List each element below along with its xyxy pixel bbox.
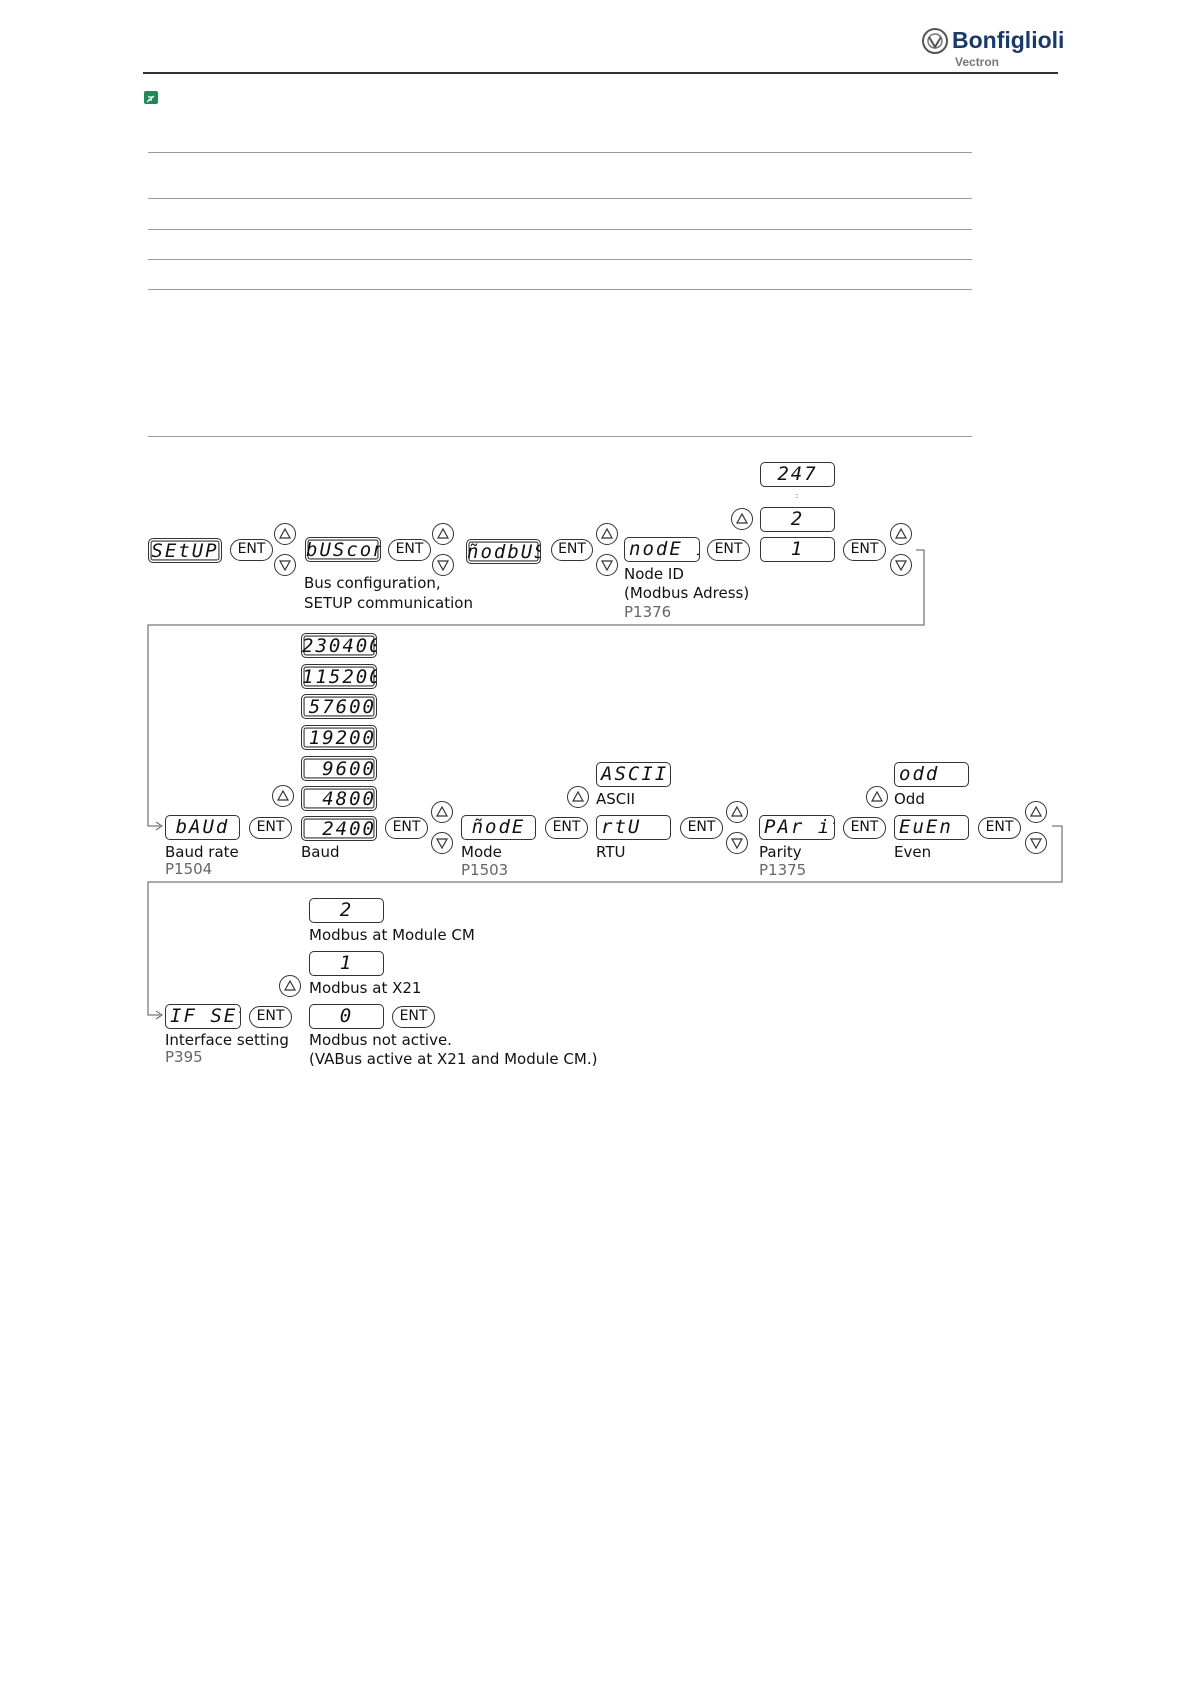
up-arrow-button-7[interactable]: [431, 801, 453, 823]
ent-button-5[interactable]: ENT: [843, 539, 886, 561]
up-arrow-button-10[interactable]: [866, 786, 888, 808]
parity-display: PAr itY: [759, 815, 835, 840]
buscon-label-2: SETUP communication: [304, 594, 473, 612]
down-arrow-button-5[interactable]: [890, 554, 912, 576]
ifset-param: P395: [165, 1048, 203, 1066]
ifset-option-0-label-2: (VABus active at X21 and Module CM.): [309, 1050, 598, 1068]
baud-value-2400: 2400: [301, 816, 377, 841]
table-rule-5: [148, 289, 972, 290]
ent-button-1[interactable]: ENT: [230, 539, 273, 561]
down-arrow-button-1[interactable]: [274, 554, 296, 576]
nodeid-param: P1376: [624, 603, 672, 621]
nodeid-label-2: (Modbus Adress): [624, 584, 750, 602]
mode-label: Mode: [461, 843, 502, 861]
up-arrow-button-6[interactable]: [272, 785, 294, 807]
ifset-option-0-label-1: Modbus not active.: [309, 1031, 452, 1049]
brand-name: Bonfiglioli: [952, 27, 1065, 53]
ent-button-8[interactable]: ENT: [545, 817, 588, 839]
baud-value-9600: 9600: [301, 756, 377, 781]
buscon-label-1: Bus configuration,: [304, 574, 441, 592]
up-arrow-button-8[interactable]: [567, 786, 589, 808]
ifset-display: IF SEt: [165, 1004, 241, 1029]
ent-button-10[interactable]: ENT: [843, 817, 886, 839]
logo-gear-icon: [922, 28, 948, 54]
ent-button-12[interactable]: ENT: [249, 1006, 292, 1028]
mode-param: P1503: [461, 861, 509, 879]
ent-button-2[interactable]: ENT: [388, 539, 431, 561]
down-arrow-button-11[interactable]: [1025, 832, 1047, 854]
ifset-option-1-label: Modbus at X21: [309, 979, 422, 997]
down-arrow-button-7[interactable]: [431, 832, 453, 854]
table-rule-3: [148, 229, 972, 230]
down-arrow-button-2[interactable]: [432, 554, 454, 576]
parity-param: P1375: [759, 861, 807, 879]
connector-lines: [147, 494, 1063, 1020]
header-rule: [143, 72, 1058, 74]
ifset-option-0: 0: [309, 1004, 384, 1029]
rtu-display: rtU: [596, 815, 671, 840]
table-rule-4: [148, 259, 972, 260]
brand-subname: Vectron: [955, 55, 1000, 69]
up-arrow-button-5[interactable]: [890, 523, 912, 545]
baud-value-57600: 57600: [301, 694, 377, 719]
ent-button-6[interactable]: ENT: [249, 817, 292, 839]
note-icon: [144, 91, 158, 104]
rtu-label: RTU: [596, 843, 626, 861]
ent-button-9[interactable]: ENT: [680, 817, 723, 839]
ent-button-3[interactable]: ENT: [551, 539, 593, 561]
nodeid-label-1: Node ID: [624, 565, 684, 583]
ent-button-13[interactable]: ENT: [392, 1006, 435, 1028]
ascii-label: ASCII: [596, 790, 636, 808]
table-rule-2: [148, 198, 972, 199]
up-arrow-button-3[interactable]: [596, 523, 618, 545]
ent-button-11[interactable]: ENT: [978, 817, 1021, 839]
baud-label: Baud rate: [165, 843, 239, 861]
nodeid-display: nodE id: [624, 537, 700, 562]
baud-value-4800: 4800: [301, 786, 377, 811]
baud-param: P1504: [165, 860, 213, 878]
node-value-2: 2: [760, 507, 835, 532]
node-value-247: 247: [760, 462, 835, 487]
down-arrow-button-9[interactable]: [726, 832, 748, 854]
ent-button-4[interactable]: ENT: [707, 539, 750, 561]
odd-display: odd: [894, 762, 969, 787]
baud-value-label: Baud: [301, 843, 340, 861]
baud-value-19200: 19200: [301, 725, 377, 750]
parity-label: Parity: [759, 843, 802, 861]
baud-display: bAUd: [165, 815, 240, 840]
up-arrow-button-2[interactable]: [432, 523, 454, 545]
even-label: Even: [894, 843, 932, 861]
ifset-option-1: 1: [309, 951, 384, 976]
ifset-option-2: 2: [309, 898, 384, 923]
ent-button-7[interactable]: ENT: [385, 817, 428, 839]
up-arrow-button-11[interactable]: [1025, 801, 1047, 823]
table-rule-1: [148, 152, 972, 153]
even-display: EuEn: [894, 815, 969, 840]
table-rule-6: [148, 436, 972, 437]
baud-value-115200: 115200: [301, 664, 377, 689]
baud-value-230400: 230400: [301, 633, 377, 658]
mode-display: ñodE: [461, 815, 536, 840]
odd-label: Odd: [894, 790, 925, 808]
modbus-display: ñodbUS: [466, 539, 541, 564]
buscon-display: bUScon: [305, 537, 381, 562]
up-arrow-button-4[interactable]: [731, 508, 753, 530]
node-value-1: 1: [760, 537, 835, 562]
setup-display: SEtUP: [148, 538, 222, 563]
down-arrow-button-3[interactable]: [596, 554, 618, 576]
ascii-display: ASCII: [596, 762, 671, 787]
up-arrow-button-12[interactable]: [279, 975, 301, 997]
ifset-label: Interface setting: [165, 1031, 289, 1049]
ifset-option-2-label: Modbus at Module CM: [309, 926, 475, 944]
up-arrow-button-9[interactable]: [726, 801, 748, 823]
brand-logo: Bonfiglioli Vectron: [921, 27, 1065, 71]
up-arrow-button-1[interactable]: [274, 523, 296, 545]
